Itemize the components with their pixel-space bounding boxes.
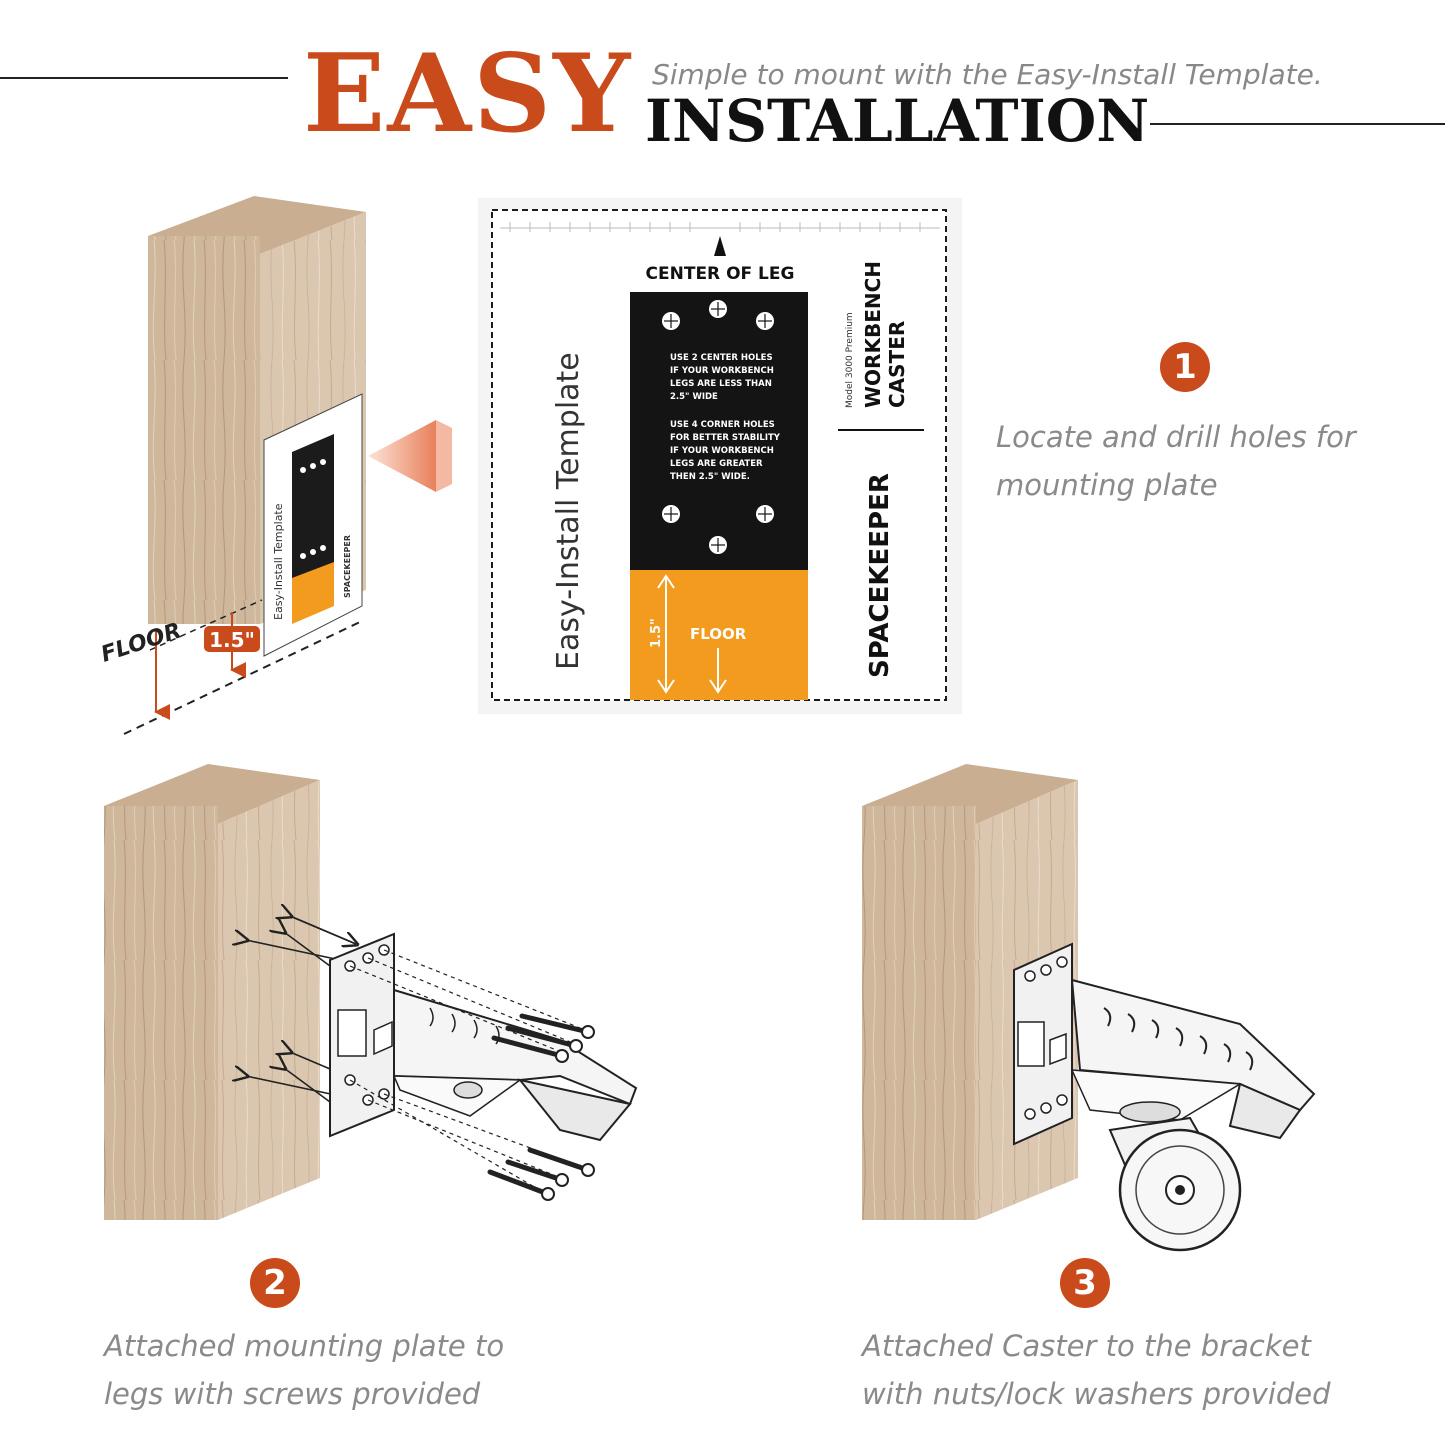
caster-swivel xyxy=(1119,1101,1181,1123)
svg-text:USE 2 CENTER HOLES: USE 2 CENTER HOLES xyxy=(670,353,773,363)
svg-text:USE 4 CORNER HOLES: USE 4 CORNER HOLES xyxy=(670,420,775,430)
template-height-label: 1.5" xyxy=(649,618,664,648)
leg-with-caster xyxy=(862,764,1316,1252)
step-1-line-2: mounting plate xyxy=(996,468,1218,502)
step-1-badge: 1 xyxy=(1160,342,1210,392)
pointer-triangle-icon xyxy=(368,420,436,492)
template-black-panel xyxy=(630,292,808,570)
svg-text:FOR BETTER STABILITY: FOR BETTER STABILITY xyxy=(670,433,781,443)
height-badge-label: 1.5" xyxy=(209,628,255,652)
title-main: INSTALLATION xyxy=(645,87,1150,155)
floor-line-back xyxy=(149,599,263,651)
mini-template-title: Easy-Install Template xyxy=(272,503,285,620)
header-rule-left xyxy=(0,77,288,79)
template-card: CENTER OF LEG USE 2 CENTER HOLES IF YOUR… xyxy=(478,198,962,714)
step-2-line-2: legs with screws provided xyxy=(104,1377,481,1411)
screws-icon xyxy=(487,1013,591,1197)
svg-text:IF YOUR WORKBENCH: IF YOUR WORKBENCH xyxy=(670,446,774,456)
svg-text:LEGS ARE GREATER: LEGS ARE GREATER xyxy=(670,459,763,469)
header-rule-right xyxy=(1150,123,1445,125)
floor-label: FLOOR xyxy=(98,618,184,667)
center-marker-icon xyxy=(714,236,726,256)
step-1-line-1: Locate and drill holes for xyxy=(996,420,1356,454)
height-badge xyxy=(204,626,260,652)
mini-template-brand: SPACEKEEPER xyxy=(343,535,352,598)
template-floor-label: FLOOR xyxy=(690,625,747,643)
template-brand: SPACEKEEPER xyxy=(865,473,895,678)
template-note-2: USE 4 CORNER HOLES FOR BETTER STABILITY … xyxy=(670,420,781,482)
pointer-bar-1 xyxy=(436,420,452,492)
leg3-front xyxy=(862,806,976,1220)
svg-text:2.5" WIDE: 2.5" WIDE xyxy=(670,392,718,402)
floor-arrows-icon xyxy=(657,574,727,694)
leg2-front xyxy=(104,806,218,1220)
template-note-1: USE 2 CENTER HOLES IF YOUR WORKBENCH LEG… xyxy=(670,353,774,402)
leg2-side xyxy=(218,780,320,1220)
leg1-front xyxy=(148,236,260,624)
step-2-badge: 2 xyxy=(250,1258,300,1308)
mini-template-floor xyxy=(292,562,334,624)
title-accent: EASY xyxy=(303,31,633,157)
subtitle: Simple to mount with the Easy-Install Te… xyxy=(652,58,1323,91)
step-2-line-1: Attached mounting plate to xyxy=(104,1329,505,1363)
template-model: Model 3000 Premium xyxy=(845,312,855,408)
svg-text:LEGS ARE LESS THAN: LEGS ARE LESS THAN xyxy=(670,379,772,389)
template-side-title: Easy-Install Template xyxy=(551,352,586,670)
step-2-text: Attached mounting plate to legs with scr… xyxy=(104,1322,504,1418)
step-3-text: Attached Caster to the bracket with nuts… xyxy=(862,1322,1331,1418)
insertion-arrows xyxy=(246,916,356,1103)
step-1-text: Locate and drill holes for mounting plat… xyxy=(996,413,1356,509)
mounting-holes xyxy=(662,300,774,554)
center-of-leg-label: CENTER OF LEG xyxy=(646,264,795,284)
svg-text:THEN 2.5" WIDE.: THEN 2.5" WIDE. xyxy=(670,472,750,482)
template-product-line2: CASTER xyxy=(885,321,909,408)
step-3-badge: 3 xyxy=(1060,1258,1110,1308)
step-3-line-1: Attached Caster to the bracket xyxy=(862,1329,1311,1363)
svg-text:IF YOUR WORKBENCH: IF YOUR WORKBENCH xyxy=(670,366,774,376)
leg-with-bracket xyxy=(104,764,638,1220)
template-product-line1: WORKBENCH xyxy=(861,261,885,408)
leg-with-template: Easy-Install Template SPACEKEEPER FLOOR … xyxy=(98,196,452,735)
step-3-line-2: with nuts/lock washers provided xyxy=(862,1377,1331,1411)
